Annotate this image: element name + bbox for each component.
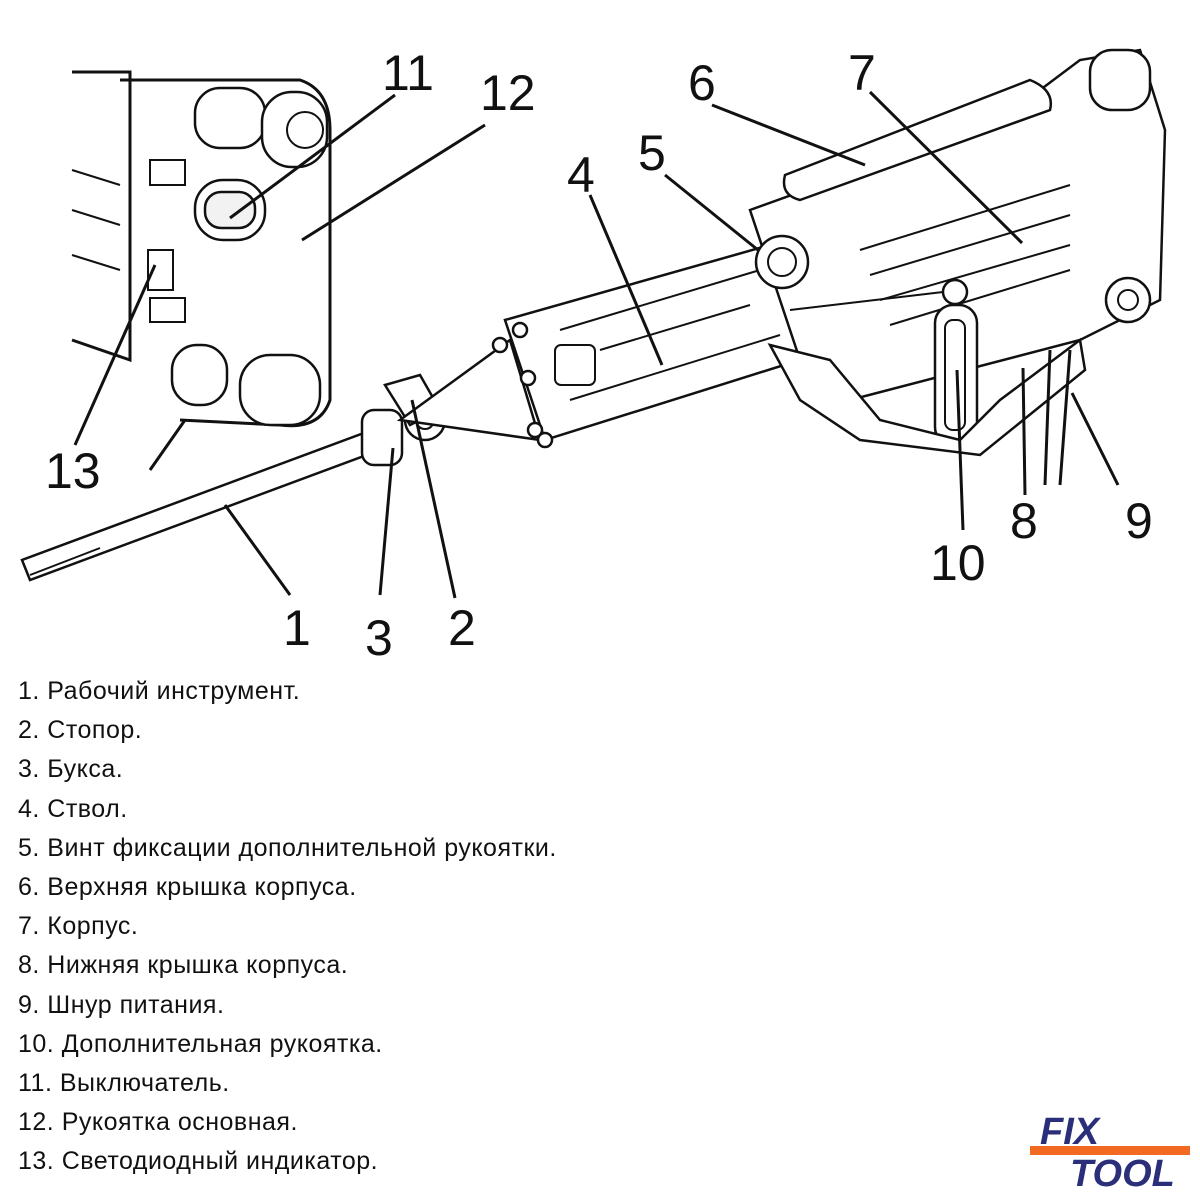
legend-item: 12. Рукоятка основная. bbox=[18, 1108, 298, 1137]
legend-item: 3. Букса. bbox=[18, 755, 124, 784]
legend-item: 7. Корпус. bbox=[18, 912, 139, 941]
fixtool-logo: FIX TOOL bbox=[1030, 1111, 1190, 1190]
callout-9: 9 bbox=[1125, 493, 1153, 549]
callout-10: 10 bbox=[930, 535, 986, 591]
rear-handle-inset bbox=[71, 70, 332, 471]
callout-5: 5 bbox=[638, 125, 666, 181]
demolition-hammer bbox=[20, 48, 1167, 582]
legend-item: 10. Дополнительная рукоятка. bbox=[18, 1029, 383, 1058]
callout-8: 8 bbox=[1010, 493, 1038, 549]
callout-3: 3 bbox=[365, 610, 393, 660]
legend-item: 6. Верхняя крышка корпуса. bbox=[18, 872, 357, 901]
legend-item: 1. Рабочий инструмент. bbox=[18, 677, 301, 705]
parts-legend: 1. Рабочий инструмент. 2. Стопор. 3. Бук… bbox=[18, 672, 918, 1181]
callout-13: 13 bbox=[45, 443, 101, 499]
legend-item: 9. Шнур питания. bbox=[18, 990, 225, 1019]
legend-item: 2. Стопор. bbox=[18, 716, 143, 745]
callout-2: 2 bbox=[448, 600, 476, 656]
callout-7: 7 bbox=[848, 45, 876, 101]
legend-item: 5. Винт фиксации дополнительной рукоятки… bbox=[18, 833, 557, 862]
legend-item: 13. Светодиодный индикатор. bbox=[18, 1147, 379, 1176]
callout-11: 11 bbox=[382, 45, 434, 101]
callout-6: 6 bbox=[688, 55, 716, 111]
legend-item: 11. Выключатель. bbox=[18, 1068, 230, 1097]
callout-4: 4 bbox=[567, 147, 595, 203]
tool-diagram: 1 2 3 4 5 6 7 8 9 10 11 12 13 bbox=[20, 45, 1167, 660]
logo-tool: TOOL bbox=[1070, 1153, 1175, 1190]
legend-item: 8. Нижняя крышка корпуса. bbox=[18, 951, 349, 980]
callout-1: 1 bbox=[283, 600, 311, 656]
leader-lines bbox=[73, 90, 1120, 599]
legend-item: 4. Ствол. bbox=[18, 794, 128, 823]
callout-12: 12 bbox=[480, 65, 536, 121]
callout-numbers: 1 2 3 4 5 6 7 8 9 10 11 12 13 bbox=[45, 45, 1153, 660]
